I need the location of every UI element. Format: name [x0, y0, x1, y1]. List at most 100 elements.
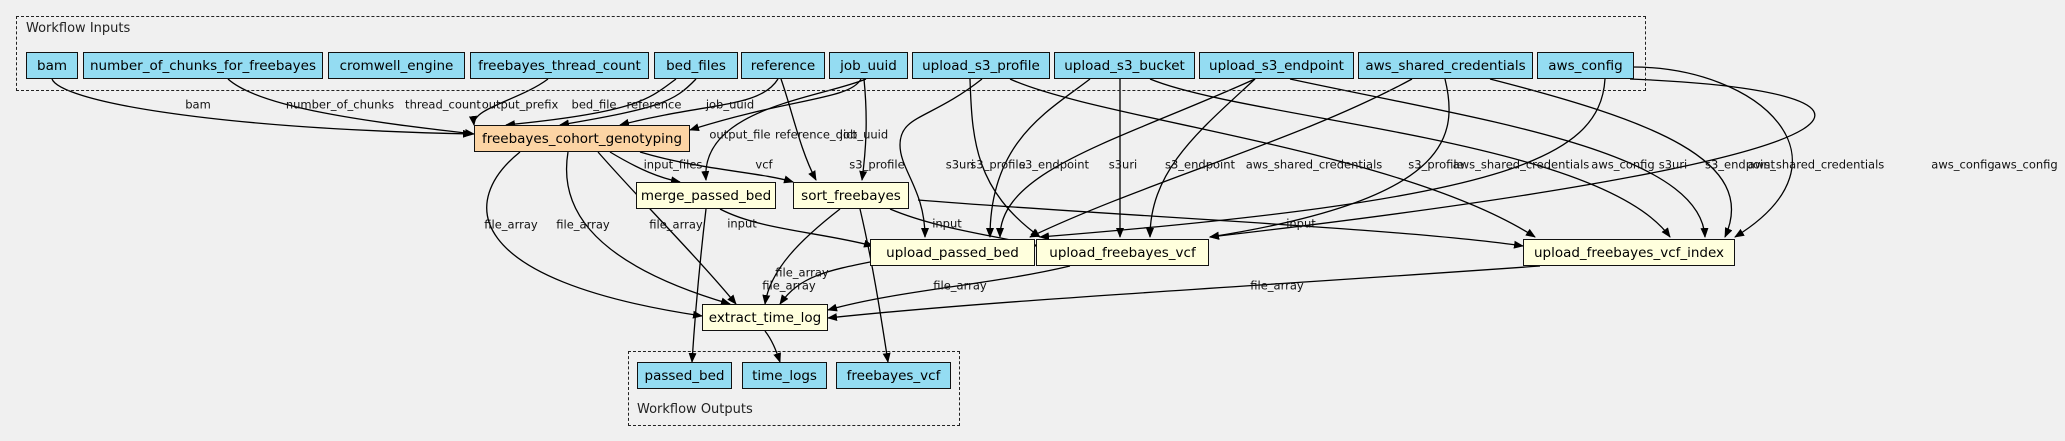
edge-upload_s3_profile-to-upload_passed_bed	[899, 78, 983, 238]
edge-label: input	[727, 216, 757, 231]
edge-aws_shared_credentials-to-upload_freebayes_vcf	[1209, 78, 1450, 240]
edge-freebayes_thread_count-to-freebayes_cohort_genotyping	[468, 78, 549, 126]
edge-aws_shared_credentials-to-upload_freebayes_vcf_index	[1489, 78, 1733, 238]
edge-upload_s3_bucket-to-upload_freebayes_vcf_index	[1149, 78, 1671, 238]
input-job-uuid[interactable]: job_uuid	[829, 52, 908, 79]
edge-label: s3_endpoint	[1164, 157, 1236, 172]
input-cromwell-engine[interactable]: cromwell_engine	[328, 52, 465, 79]
edge-label: aws_config	[1591, 157, 1655, 172]
edge-label: bed_file	[571, 97, 617, 112]
edge-label: aws_shared_credentials	[1452, 157, 1590, 172]
edge-label: aws_config	[1994, 157, 2058, 172]
edge-label: thread_count	[405, 97, 481, 112]
edge-label: output_file	[709, 127, 771, 142]
edge-label: input	[1286, 216, 1316, 231]
edge-freebayes_cohort_genotyping-to-extract_time_log	[486, 151, 703, 319]
workflow-inputs-cluster: Workflow Inputs	[16, 16, 1646, 91]
task-upload-freebayes-vcf-index[interactable]: upload_freebayes_vcf_index	[1523, 239, 1735, 266]
edge-label: file_array	[933, 278, 987, 293]
task-upload-passed-bed[interactable]: upload_passed_bed	[870, 239, 1035, 266]
edge-label: output_prefix	[481, 97, 559, 112]
edge-label: s3uri	[1658, 157, 1688, 172]
edge-label: file_array	[649, 217, 703, 232]
edge-label: reference_dict	[775, 127, 857, 142]
edge-label: file_array	[762, 278, 816, 293]
edge-upload_s3_endpoint-to-upload_passed_bed	[996, 78, 1256, 238]
edge-job_uuid-to-freebayes_cohort_genotyping	[689, 78, 862, 132]
edge-label: input_files	[643, 157, 703, 172]
output-time-logs[interactable]: time_logs	[742, 362, 827, 389]
edge-label: aws_shared_credentials	[1245, 157, 1383, 172]
edge-label: bam	[185, 97, 211, 112]
edge-label: job_uuid	[839, 127, 889, 142]
edge-job_uuid-to-sort_freebayes	[859, 78, 868, 181]
edge-upload_passed_bed-to-extract_time_log	[779, 259, 881, 305]
input-bed-files[interactable]: bed_files	[654, 52, 738, 79]
workflow-outputs-cluster: Workflow Outputs	[628, 351, 960, 426]
input-aws-config[interactable]: aws_config	[1537, 52, 1634, 79]
edge-label: s3_endpoint	[1018, 157, 1090, 172]
edge-label: s3_profile	[970, 157, 1026, 172]
task-upload-freebayes-vcf[interactable]: upload_freebayes_vcf	[1036, 239, 1209, 266]
input-reference[interactable]: reference	[741, 52, 825, 79]
edge-sort_freebayes-to-upload_freebayes_vcf_index	[917, 199, 1524, 249]
output-passed-bed[interactable]: passed_bed	[637, 362, 732, 389]
input-freebayes-thread-count[interactable]: freebayes_thread_count	[470, 52, 649, 79]
edge-upload_freebayes_vcf_index-to-extract_time_log	[827, 265, 1541, 322]
input-upload-s3-bucket[interactable]: upload_s3_bucket	[1054, 52, 1195, 79]
edge-bam-to-freebayes_cohort_genotyping	[51, 78, 473, 138]
edge-freebayes_cohort_genotyping-to-merge_passed_bed	[609, 151, 681, 185]
edge-label: input	[932, 216, 962, 231]
edge-reference-to-sort_freebayes	[780, 78, 817, 181]
edge-label: aws_shared_credentials	[1747, 157, 1885, 172]
edge-freebayes_cohort_genotyping-to-extract_time_log	[565, 151, 731, 306]
edge-upload_freebayes_vcf-to-extract_time_log	[827, 265, 1071, 312]
edge-freebayes_cohort_genotyping-to-extract_time_log	[597, 151, 737, 305]
input-aws-shared-credentials[interactable]: aws_shared_credentials	[1358, 52, 1533, 79]
edge-label: file_array	[775, 265, 829, 280]
input-number-of-chunks-for-freebayes[interactable]: number_of_chunks_for_freebayes	[83, 52, 323, 79]
edge-label: s3uri	[1108, 157, 1138, 172]
edge-label: s3_endpoint	[1704, 157, 1776, 172]
input-upload-s3-endpoint[interactable]: upload_s3_endpoint	[1199, 52, 1354, 79]
edge-sort_freebayes-to-freebayes_vcf	[859, 208, 891, 363]
edge-upload_s3_endpoint-to-upload_freebayes_vcf_index	[1289, 78, 1709, 238]
edge-aws_shared_credentials-to-upload_passed_bed	[1029, 78, 1413, 238]
edge-upload_s3_endpoint-to-upload_freebayes_vcf	[1146, 78, 1256, 238]
input-bam[interactable]: bam	[26, 52, 78, 79]
edge-label: aws_config	[1931, 157, 1995, 172]
edge-label: s3_profile	[849, 157, 905, 172]
task-freebayes-cohort-genotyping[interactable]: freebayes_cohort_genotyping	[474, 125, 690, 152]
edge-bed_files-to-freebayes_cohort_genotyping	[505, 78, 677, 129]
edge-freebayes_cohort_genotyping-to-sort_freebayes	[639, 151, 794, 184]
edge-aws_config-to-upload_freebayes_vcf	[1209, 78, 1816, 240]
task-merge-passed-bed[interactable]: merge_passed_bed	[636, 182, 776, 209]
edge-label: file_array	[1250, 278, 1304, 293]
edge-label: reference	[626, 97, 682, 112]
input-upload-s3-profile[interactable]: upload_s3_profile	[912, 52, 1050, 79]
edge-aws_config-to-upload_passed_bed	[1039, 78, 1606, 241]
edge-label: file_array	[556, 217, 610, 232]
task-extract-time-log[interactable]: extract_time_log	[702, 304, 828, 331]
edge-bed_files-to-freebayes_cohort_genotyping	[559, 78, 697, 128]
edge-extract_time_log-to-time_logs	[764, 330, 781, 363]
edge-label: job_uuid	[705, 97, 755, 112]
edge-label: file_array	[484, 217, 538, 232]
workflow-inputs-title: Workflow Inputs	[26, 21, 131, 36]
task-sort-freebayes[interactable]: sort_freebayes	[793, 182, 909, 209]
edge-aws_config-to-upload_freebayes_vcf_index	[1631, 66, 1793, 238]
edge-upload_s3_profile-to-upload_freebayes_vcf	[969, 78, 1041, 238]
edge-label: s3uri	[945, 157, 975, 172]
edge-reference-to-freebayes_cohort_genotyping	[619, 78, 779, 127]
output-freebayes-vcf[interactable]: freebayes_vcf	[836, 362, 951, 389]
edge-sort_freebayes-to-extract_time_log	[762, 208, 841, 305]
workflow-outputs-title: Workflow Outputs	[637, 402, 753, 417]
edge-merge_passed_bed-to-upload_passed_bed	[719, 208, 874, 248]
edge-job_uuid-to-merge_passed_bed	[701, 78, 867, 181]
edge-label: number_of_chunks	[285, 97, 395, 112]
edge-number_of_chunks_for_freebayes-to-freebayes_cohort_genotyping	[227, 78, 475, 137]
edge-merge_passed_bed-to-passed_bed	[688, 208, 707, 363]
edge-label: s3_profile	[1408, 157, 1464, 172]
